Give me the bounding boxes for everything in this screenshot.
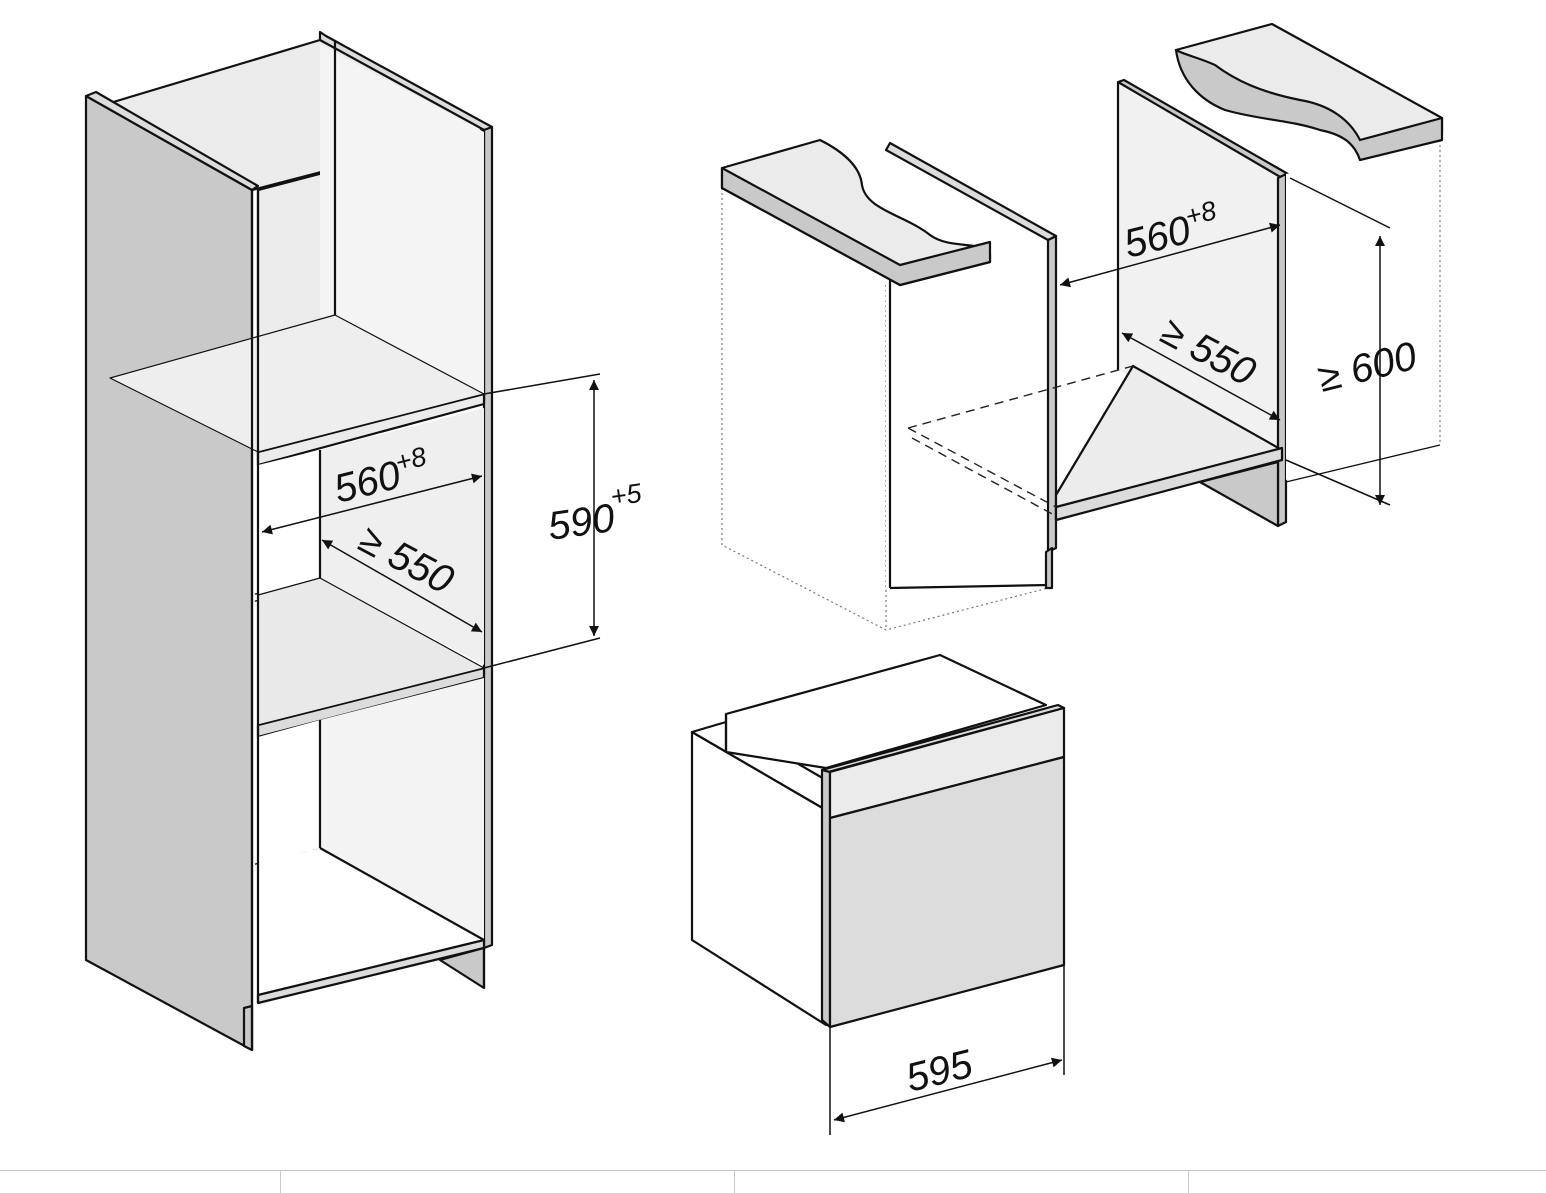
undercounter-shelf-edge xyxy=(1054,446,1284,522)
left-base-unit-top-rail xyxy=(884,141,1058,242)
footer-divider-1 xyxy=(280,1171,281,1193)
undercounter-width-tolerance: +8 xyxy=(1182,195,1219,232)
undercounter-installation xyxy=(720,22,1444,631)
tall-cabinet-lower-compartment xyxy=(258,720,320,865)
footer-rule xyxy=(0,1170,1546,1193)
tall-width-tolerance: +8 xyxy=(392,441,429,478)
left-base-unit-outline xyxy=(721,188,1049,631)
tall-cabinet xyxy=(84,30,494,1052)
tall-cabinet-left-side xyxy=(84,94,254,1052)
tall-cabinet-right-edge xyxy=(482,125,494,950)
tall-cabinet-upper-inner-side xyxy=(320,44,484,400)
oven-width-arrow xyxy=(833,1057,1063,1123)
tall-cabinet-left-edge xyxy=(84,90,260,192)
right-base-unit-side xyxy=(1286,140,1440,480)
tall-depth-arrow xyxy=(321,539,483,633)
left-base-unit-edge xyxy=(1046,234,1058,554)
oven-appliance xyxy=(690,653,1066,1029)
tall-cabinet-bottom xyxy=(256,938,486,1005)
left-countertop-edge xyxy=(720,166,992,287)
right-countertop-edge xyxy=(1174,48,1444,162)
left-base-unit-side xyxy=(886,240,1048,588)
footer-divider-2 xyxy=(734,1171,735,1193)
oven-width-value: 595 xyxy=(902,1042,978,1101)
tall-cabinet-foot xyxy=(242,1004,254,1052)
tall-cabinet-niche-left-wall xyxy=(258,450,320,595)
undercounter-depth-arrow xyxy=(1121,332,1281,421)
left-base-unit-plinth xyxy=(1044,546,1054,590)
oven-front-frame-side xyxy=(820,768,832,1029)
tall-width-arrow xyxy=(261,473,483,535)
tall-cabinet-lower-back xyxy=(320,678,484,940)
right-base-unit-front-edge xyxy=(1276,172,1288,528)
footer-divider-3 xyxy=(1188,1171,1189,1193)
undercounter-width-arrow xyxy=(1059,222,1281,288)
tall-height-tolerance: +5 xyxy=(609,478,645,512)
tall-height-value: 590 xyxy=(545,496,617,549)
undercounter-plinth xyxy=(1198,460,1280,528)
